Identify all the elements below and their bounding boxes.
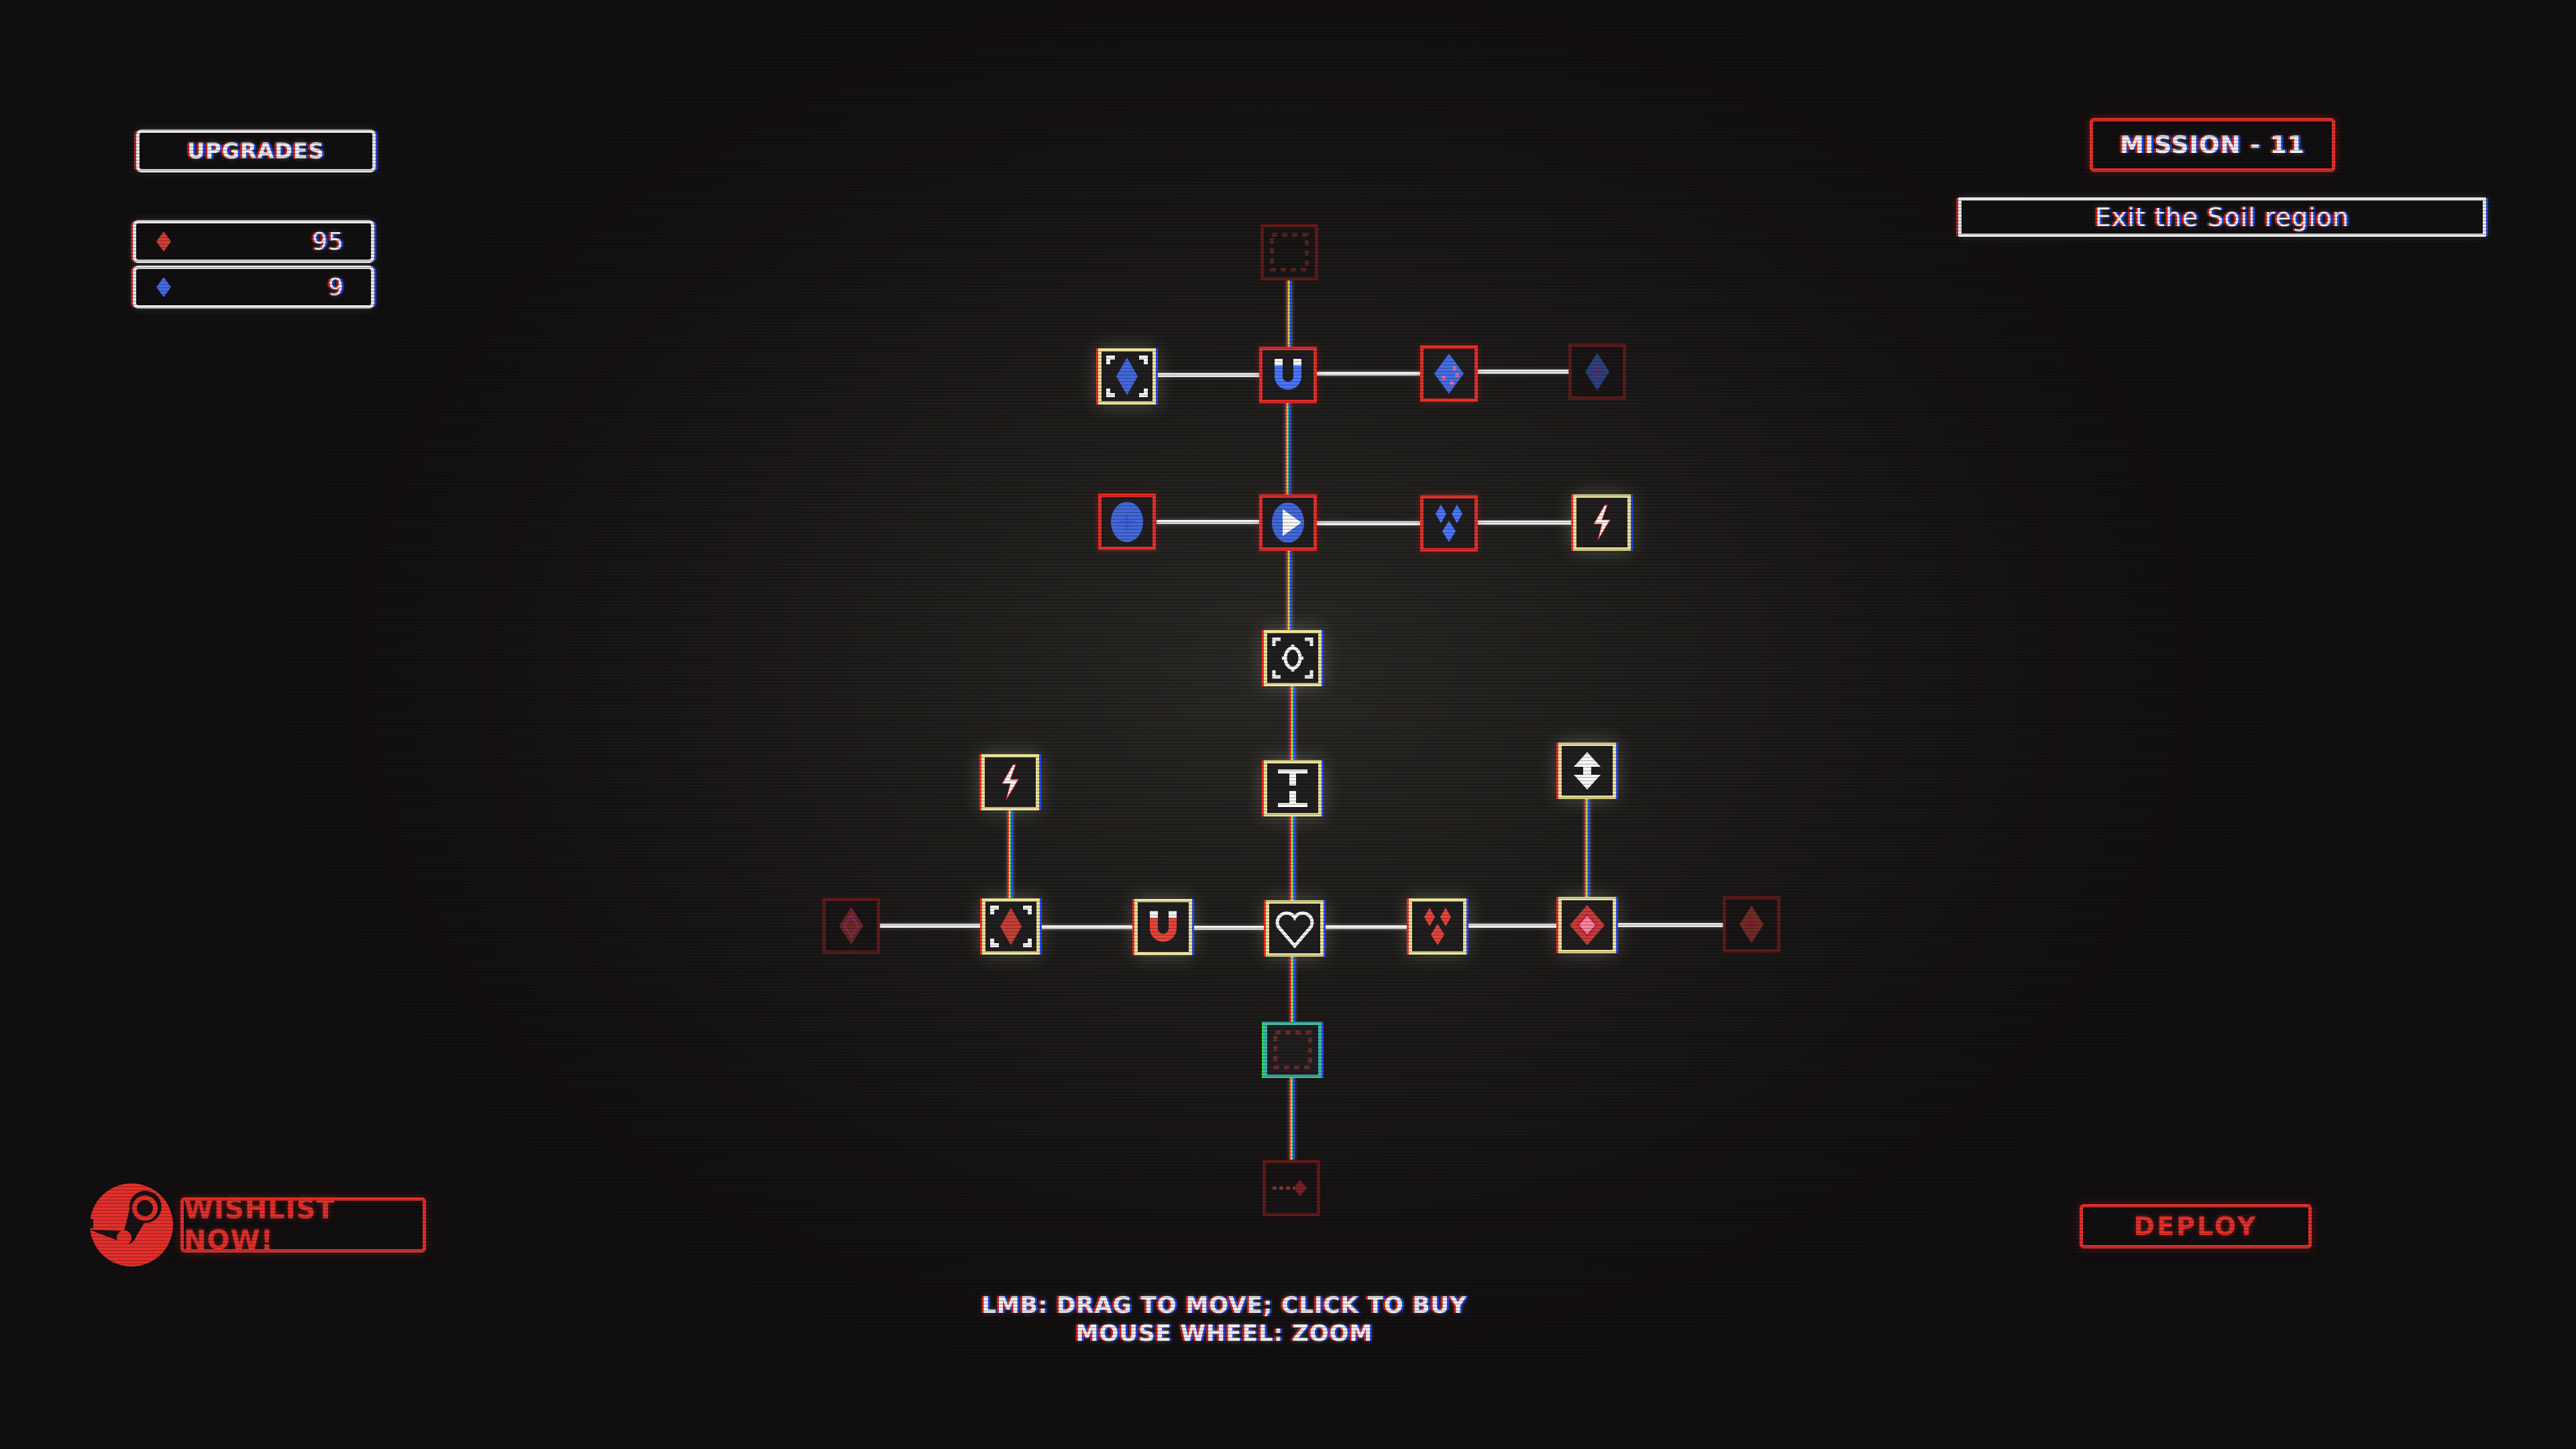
tree-connector: [1324, 925, 1409, 929]
diamond-heart-icon: [839, 907, 863, 945]
tree-connector: [1157, 373, 1259, 377]
three-diamonds-icon: [1436, 504, 1462, 542]
deploy-label: DEPLOY: [2133, 1212, 2258, 1241]
tree-connector: [1285, 403, 1291, 494]
upgrade-node-blue-multi-diamond[interactable]: [1420, 495, 1478, 551]
tree-connector: [1478, 521, 1573, 525]
i-beam-icon: [1278, 769, 1307, 807]
diamond-bracket-icon: [990, 906, 1032, 947]
upgrade-node-blue-magnet[interactable]: [1259, 347, 1317, 403]
blue-currency-value: 9: [328, 273, 344, 301]
deploy-button[interactable]: DEPLOY: [2080, 1204, 2312, 1248]
tree-connector: [1585, 799, 1590, 897]
red-currency-counter: 95: [133, 220, 374, 263]
upgrade-node-blue-collect-radius[interactable]: [1098, 348, 1156, 405]
upgrades-title: UPGRADES: [187, 138, 325, 164]
tree-connector: [1157, 520, 1259, 524]
diamond-sparkle-icon: [1434, 354, 1464, 394]
tree-connector: [1290, 816, 1295, 900]
red-gem-icon: [156, 231, 171, 252]
tree-connector: [1290, 686, 1295, 760]
dashed-slot-icon: [1270, 233, 1309, 272]
tree-connector: [1289, 1078, 1295, 1160]
upgrade-node-health[interactable]: [1266, 900, 1324, 957]
mission-objective: Exit the Soil region: [2094, 202, 2350, 232]
up-down-arrows-icon: [1574, 752, 1601, 790]
wishlist-label: WISHLIST NOW!: [184, 1194, 335, 1256]
upgrade-node-energy-left[interactable]: [981, 754, 1039, 810]
upgrade-node-blue-diamond-plus[interactable]: [1568, 343, 1626, 400]
double-diamond-icon: [1570, 905, 1605, 945]
upgrade-node-blue-shield[interactable]: [1098, 494, 1156, 550]
controls-help: LMB: DRAG TO MOVE; CLICK TO BUY MOUSE WH…: [956, 1291, 1493, 1348]
upgrade-node-top-slot[interactable]: [1260, 224, 1318, 280]
dash-arrow-icon: [1273, 1180, 1307, 1196]
dashed-slot-icon: [1273, 1030, 1312, 1069]
three-diamonds-icon: [1424, 908, 1451, 945]
wishlist-button[interactable]: WISHLIST NOW!: [180, 1194, 426, 1256]
magnet-icon: [1275, 359, 1301, 390]
diamond-bracket-icon: [1106, 356, 1148, 397]
play-circle-icon: [1272, 502, 1304, 543]
diamond-plus-icon: [1585, 353, 1609, 390]
upgrades-title-box: UPGRADES: [136, 129, 376, 172]
mission-box: MISSION - 11: [2090, 118, 2335, 172]
heart-icon: [1275, 911, 1314, 949]
upgrade-node-red-magnet[interactable]: [1134, 899, 1192, 955]
upgrade-node-red-heart-diamond[interactable]: [822, 898, 880, 954]
upgrade-node-bottom-slot[interactable]: [1264, 1022, 1322, 1078]
upgrade-node-target[interactable]: [1264, 630, 1322, 686]
mission-objective-box: Exit the Soil region: [1958, 197, 2486, 237]
upgrade-node-red-collect-radius[interactable]: [982, 898, 1040, 955]
tree-connector: [1290, 957, 1295, 1022]
tree-connector: [1317, 521, 1420, 525]
upgrade-node-dash[interactable]: [1263, 1160, 1320, 1216]
tree-connector: [1478, 370, 1569, 374]
tree-connector: [1008, 810, 1013, 898]
magnet-icon: [1150, 911, 1177, 942]
upgrade-node-red-double-diamond[interactable]: [1558, 897, 1616, 953]
circle-plus-icon: [1111, 502, 1143, 542]
steam-icon[interactable]: [89, 1183, 174, 1267]
upgrade-node-up-down[interactable]: [1558, 743, 1616, 799]
tree-connector: [1616, 923, 1723, 927]
upgrade-node-blue-diamond-sparkle[interactable]: [1420, 345, 1478, 402]
blue-currency-counter: 9: [133, 266, 374, 309]
mission-label: MISSION - 11: [2120, 131, 2305, 159]
tree-connector: [1287, 551, 1292, 630]
red-currency-value: 95: [312, 227, 344, 256]
help-line-mouse: LMB: DRAG TO MOVE; CLICK TO BUY: [981, 1292, 1467, 1319]
tree-connector: [1287, 280, 1292, 347]
tree-connector: [1040, 925, 1134, 929]
tree-connector: [1192, 926, 1266, 930]
upgrade-node-energy-right[interactable]: [1573, 494, 1631, 551]
target-icon: [1272, 637, 1313, 679]
lightning-icon: [1593, 504, 1611, 541]
tree-connector: [879, 924, 981, 928]
tree-connector: [1317, 372, 1420, 376]
upgrade-node-red-diamond-plus[interactable]: [1723, 896, 1780, 953]
tree-connector: [1466, 924, 1558, 928]
blue-gem-icon: [156, 277, 171, 297]
upgrade-node-i-beam[interactable]: [1264, 760, 1322, 816]
lightning-icon: [1002, 764, 1019, 800]
upgrade-node-red-multi-diamond[interactable]: [1409, 898, 1466, 955]
diamond-plus-icon: [1739, 906, 1764, 943]
upgrade-node-blue-speed[interactable]: [1259, 494, 1317, 551]
help-line-zoom: MOUSE WHEEL: ZOOM: [1075, 1320, 1373, 1347]
